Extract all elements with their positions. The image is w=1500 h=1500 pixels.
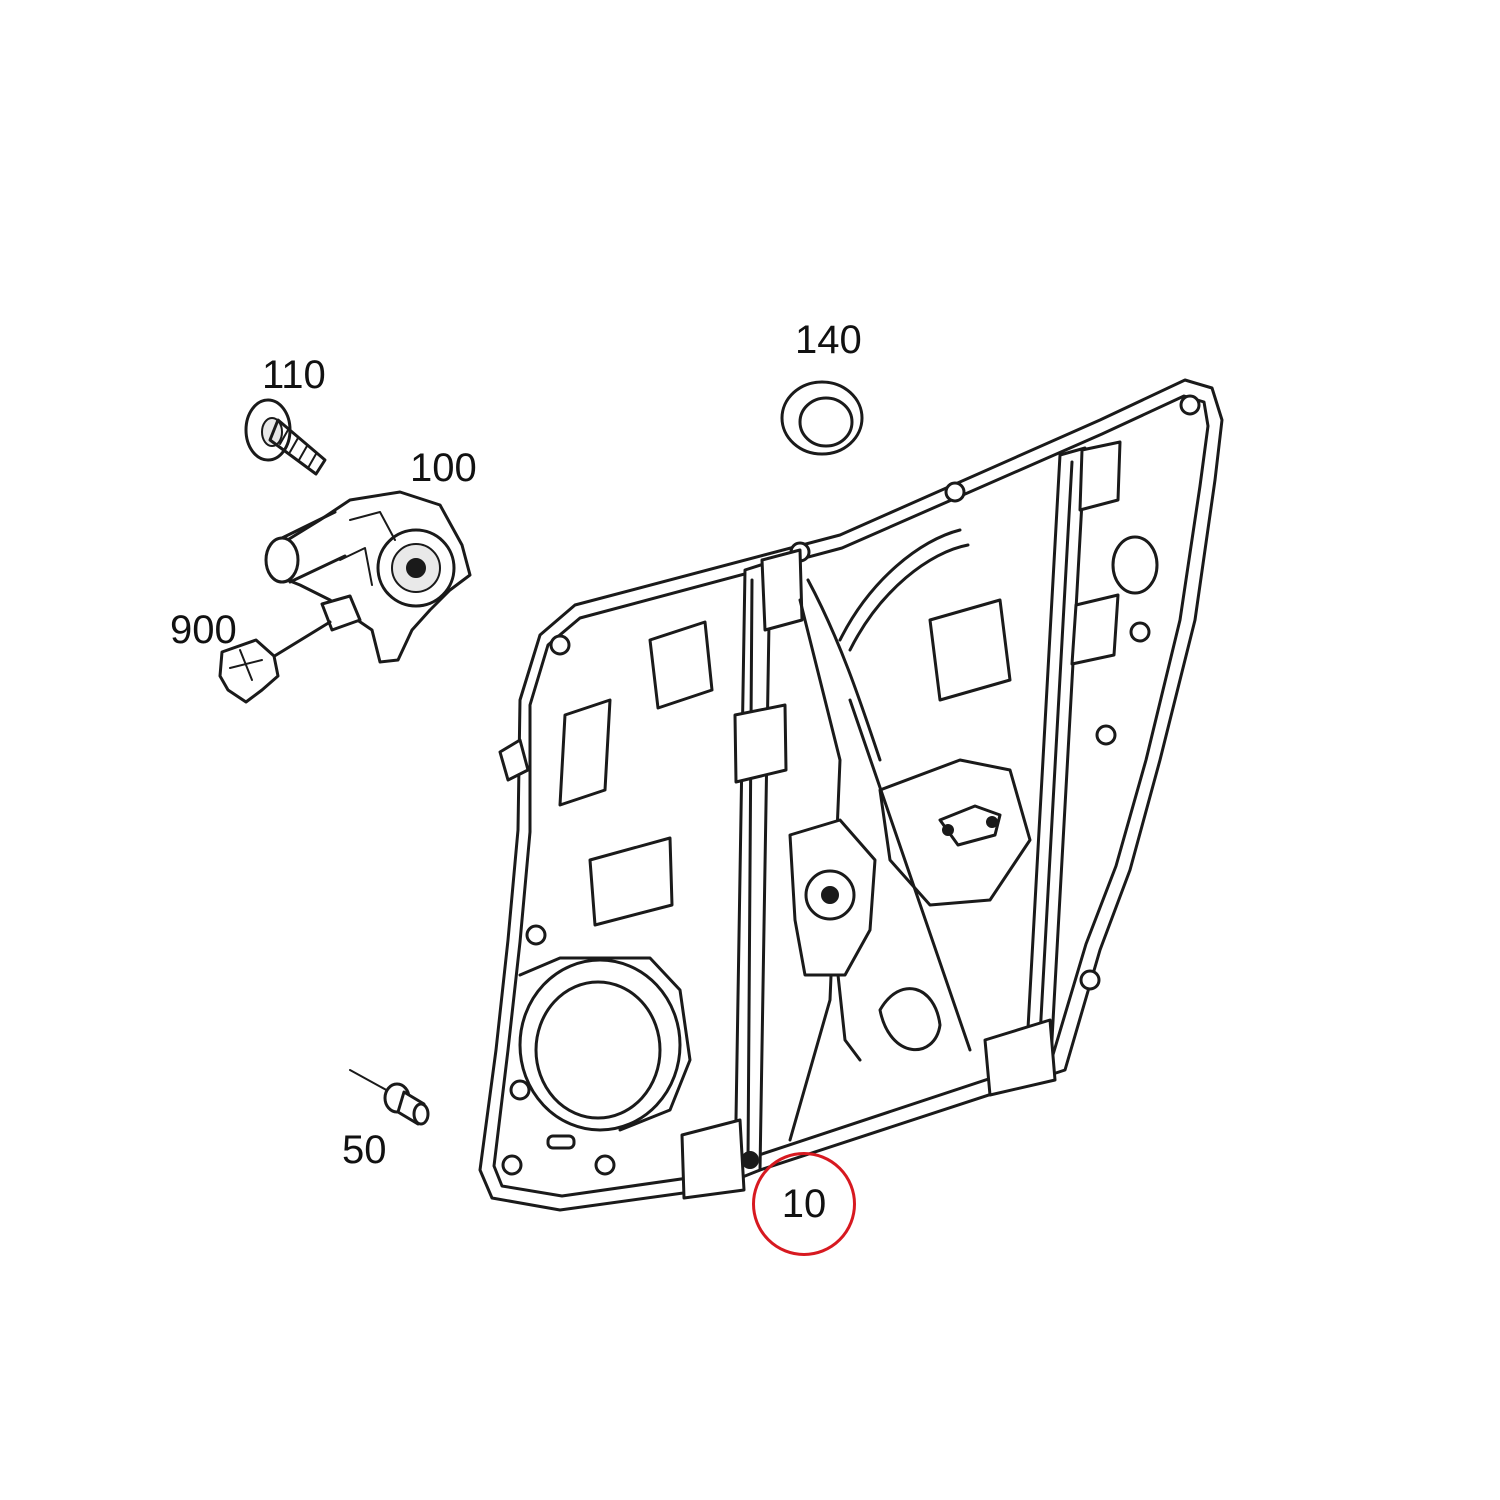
callout-10-label: 10 [781,1181,827,1226]
motor-100-drawing [264,490,472,664]
pin-50-drawing [349,1069,430,1126]
callout-100: 100 [410,446,477,490]
callout-900: 900 [170,608,237,652]
clip-900-drawing [218,638,280,704]
door-panel-10-drawing [478,378,1224,1212]
screw-110-drawing [244,398,327,476]
callout-10-highlighted: 10 [752,1152,856,1256]
callout-50: 50 [342,1128,387,1172]
grommet-140-drawing [780,380,864,456]
callout-140: 140 [795,318,862,362]
callout-110: 110 [262,353,326,397]
